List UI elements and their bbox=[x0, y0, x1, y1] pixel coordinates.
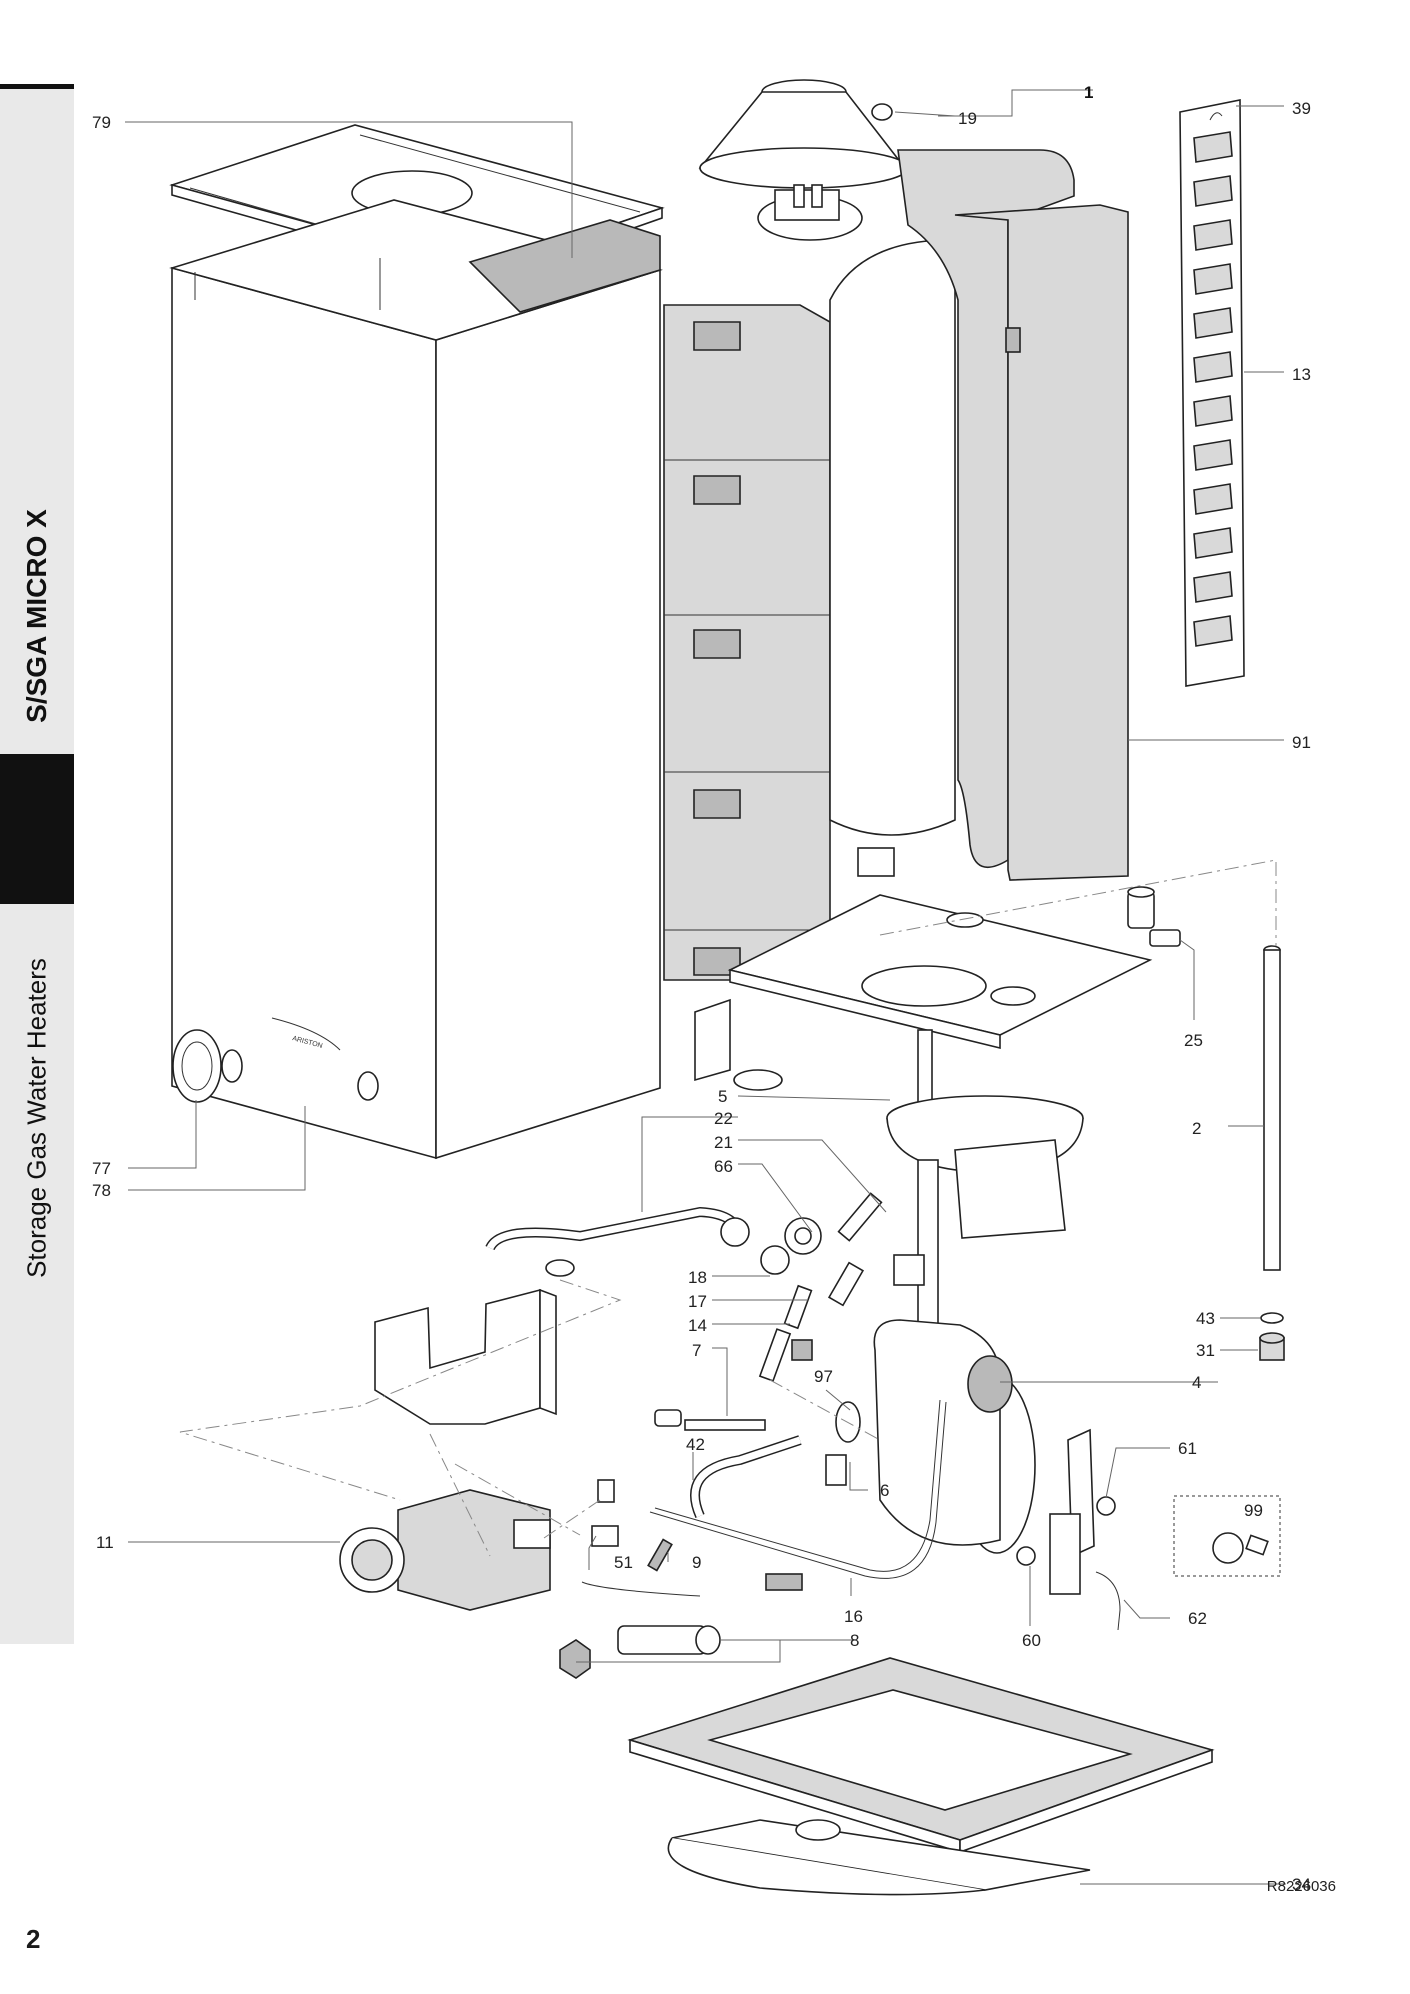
tank-insulation-rear bbox=[897, 149, 1129, 881]
label-part-99: 99 bbox=[1244, 1501, 1263, 1520]
tank-insulation-front bbox=[663, 304, 831, 981]
label-part-19: 19 bbox=[958, 109, 977, 128]
label-part-18: 18 bbox=[688, 1268, 707, 1287]
baffle-strip bbox=[1179, 99, 1245, 687]
label-part-97: 97 bbox=[814, 1367, 833, 1386]
label-part-7: 7 bbox=[692, 1341, 701, 1360]
label-part-31: 31 bbox=[1196, 1341, 1215, 1360]
page-number: 2 bbox=[26, 1924, 41, 1954]
label-part-1: 1 bbox=[1084, 83, 1093, 102]
label-part-51: 51 bbox=[614, 1553, 633, 1572]
label-part-9: 9 bbox=[692, 1553, 701, 1572]
outer-casing: ARISTON bbox=[169, 199, 663, 1160]
sidebar-black-tab bbox=[0, 754, 74, 904]
assembly-lines bbox=[179, 859, 1277, 1557]
label-part-14: 14 bbox=[688, 1316, 707, 1335]
label-part-62: 62 bbox=[1188, 1609, 1207, 1628]
label-part-34: 34 bbox=[1292, 1875, 1311, 1894]
label-part-77: 77 bbox=[92, 1159, 111, 1178]
base-plate bbox=[694, 894, 1153, 1091]
mounting-bracket bbox=[374, 1288, 557, 1425]
drain-fitting bbox=[1127, 886, 1181, 947]
label-part-2: 2 bbox=[1192, 1119, 1201, 1138]
label-part-4: 4 bbox=[1192, 1373, 1201, 1392]
label-part-91: 91 bbox=[1292, 733, 1311, 752]
bottom-frame bbox=[627, 1657, 1215, 1896]
water-tank bbox=[757, 189, 956, 877]
part-number-labels: 1 19 39 79 13 91 25 2 5 22 21 66 77 78 1… bbox=[92, 83, 1311, 1894]
label-part-78: 78 bbox=[92, 1181, 111, 1200]
thermostat bbox=[559, 1625, 721, 1679]
leader-lines bbox=[125, 89, 1286, 1885]
label-part-79: 79 bbox=[92, 113, 111, 132]
label-part-61: 61 bbox=[1178, 1439, 1197, 1458]
sidebar-subtitle-panel bbox=[0, 904, 74, 1644]
gas-valve bbox=[339, 1479, 701, 1611]
label-part-11: 11 bbox=[96, 1533, 114, 1552]
label-part-43: 43 bbox=[1196, 1309, 1215, 1328]
label-part-60: 60 bbox=[1022, 1631, 1041, 1650]
label-part-25: 25 bbox=[1184, 1031, 1203, 1050]
pilot-components bbox=[485, 1192, 947, 1591]
label-part-17: 17 bbox=[688, 1292, 707, 1311]
label-part-21: 21 bbox=[714, 1133, 733, 1152]
drawing-reference-code: R8226036 bbox=[1266, 1878, 1336, 1895]
label-part-22: 22 bbox=[714, 1109, 733, 1128]
sidebar-top-rule bbox=[0, 84, 74, 89]
flue-hood bbox=[698, 79, 909, 208]
label-part-5: 5 bbox=[718, 1087, 727, 1106]
label-part-8: 8 bbox=[850, 1631, 859, 1650]
label-part-6: 6 bbox=[880, 1481, 889, 1500]
label-part-66: 66 bbox=[714, 1157, 733, 1176]
burner-assembly bbox=[873, 1029, 1084, 1554]
sidebar: S/SGA MICRO X Storage Gas Water Heaters bbox=[0, 84, 74, 1644]
label-part-16: 16 bbox=[844, 1607, 863, 1626]
label-part-13: 13 bbox=[1292, 365, 1311, 384]
switch-components bbox=[1016, 1428, 1281, 1631]
anode-rod bbox=[1259, 945, 1285, 1361]
sidebar-title-panel bbox=[0, 89, 74, 754]
label-part-42: 42 bbox=[686, 1435, 705, 1454]
label-part-39: 39 bbox=[1292, 99, 1311, 118]
